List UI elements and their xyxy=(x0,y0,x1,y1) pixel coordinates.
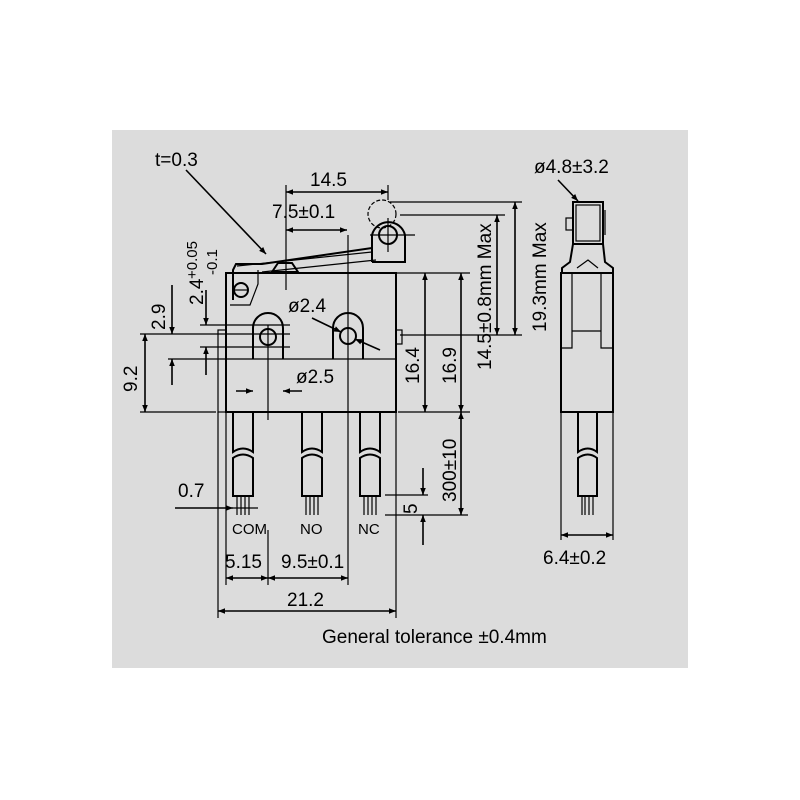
dim-side-thickness: 6.4±0.2 xyxy=(543,548,606,569)
dim-wire-length: 300±10 xyxy=(440,439,461,502)
terminal-label-com: COM xyxy=(232,521,267,538)
switch-side-view xyxy=(557,179,614,540)
dim-roller-diameter: ø4.8±3.2 xyxy=(534,157,609,178)
dim-free-position: 14.5±0.8mm Max xyxy=(475,223,496,370)
dim-overall-height: 19.3mm Max xyxy=(530,222,551,332)
dim-hole-diameter: ø2.4 xyxy=(288,296,326,317)
general-tolerance-note: General tolerance ±0.4mm xyxy=(322,627,547,648)
terminal-label-no: NO xyxy=(300,521,323,538)
terminal-label-nc: NC xyxy=(358,521,380,538)
dim-com-offset: 5.15 xyxy=(225,552,262,573)
dimension-lines xyxy=(140,169,522,618)
drawing-panel xyxy=(112,130,688,668)
dim-boss-diameter: ø2.5 xyxy=(296,367,334,388)
lead-wires xyxy=(232,412,381,515)
switch-front-view xyxy=(217,199,415,420)
dim-overall-width: 21.2 xyxy=(287,590,324,611)
dim-body-height: 16.4 xyxy=(403,347,424,384)
dim-hole-offset-tol-plus: +0.05 xyxy=(184,241,201,279)
dim-lever-thickness: t=0.3 xyxy=(155,150,198,171)
dim-terminal-pitch: 9.5±0.1 xyxy=(281,552,344,573)
dim-hole-offset: 2.4 xyxy=(187,278,208,305)
dim-strip-length: 5 xyxy=(401,503,422,514)
dim-hole-to-edge: 2.9 xyxy=(149,304,170,330)
dim-hole-offset-tol-minus: -0.1 xyxy=(204,249,221,275)
dim-actuator-height: 16.9 xyxy=(440,347,461,384)
dim-wire-offset: 0.7 xyxy=(178,481,204,502)
dim-flange-height: 9.2 xyxy=(121,366,142,392)
dim-lever-width: 14.5 xyxy=(310,170,347,191)
dim-hole-pitch-top: 7.5±0.1 xyxy=(272,202,335,223)
